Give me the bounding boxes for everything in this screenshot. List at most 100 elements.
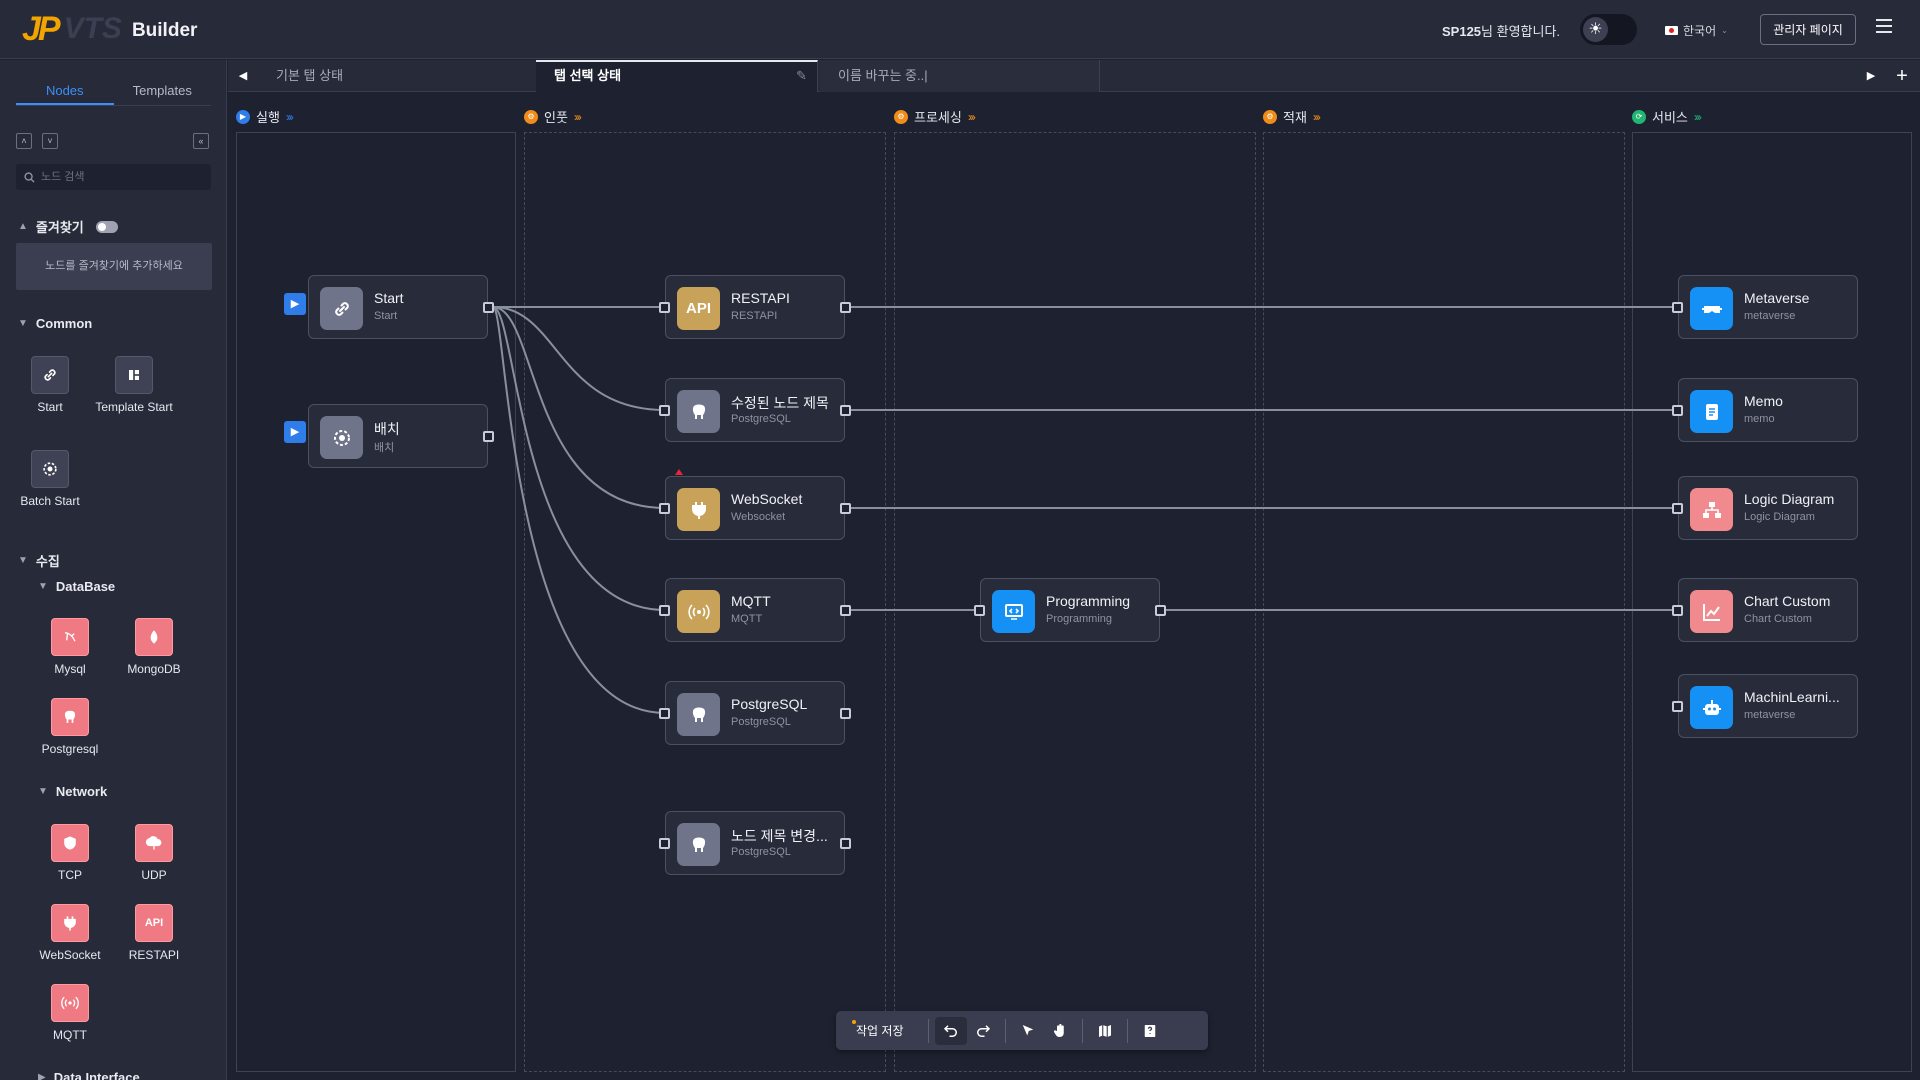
node-logic-diagram[interactable]: Logic Diagram Logic Diagram <box>1672 476 1858 540</box>
input-port[interactable] <box>1672 405 1683 416</box>
favorites-toggle[interactable] <box>95 220 118 233</box>
palette-template-start[interactable]: Template Start <box>92 356 176 414</box>
input-port[interactable] <box>659 838 670 849</box>
favorites-header[interactable]: ▲ 즐겨찾기 <box>18 217 118 236</box>
run-button[interactable]: ▶ <box>284 293 306 315</box>
map-icon[interactable] <box>1089 1017 1121 1045</box>
chevrons-icon: ››› <box>1693 109 1702 124</box>
input-port[interactable] <box>974 605 985 616</box>
redo-icon[interactable] <box>967 1017 999 1045</box>
input-port[interactable] <box>659 605 670 616</box>
flow-canvas[interactable]: ▶ 실행 ››› ⚙ 인풋 ››› ⚙ 프로세싱 ››› ⚙ 적재 ››› ⟳ … <box>228 93 1920 1080</box>
node-pg-renamed[interactable]: 수정된 노드 제목 PostgreSQL <box>659 378 851 442</box>
input-port[interactable] <box>1672 302 1683 313</box>
input-port[interactable] <box>659 503 670 514</box>
network-header[interactable]: ▼ Network <box>38 784 107 799</box>
palette-mysql[interactable]: Mysql <box>28 618 112 676</box>
output-port[interactable] <box>840 708 851 719</box>
node-chart-custom[interactable]: Chart Custom Chart Custom <box>1672 578 1858 642</box>
language-select[interactable]: 한국어 ⌄ <box>1665 22 1728 39</box>
tab-templates[interactable]: Templates <box>132 83 192 98</box>
node-metaverse[interactable]: Metaverse metaverse <box>1672 275 1858 339</box>
output-port[interactable] <box>840 605 851 616</box>
play-circle-icon: ▶ <box>236 109 250 124</box>
node-machine-learning[interactable]: MachinLearni... metaverse <box>1672 674 1858 738</box>
input-port[interactable] <box>659 302 670 313</box>
help-book-icon[interactable] <box>1134 1017 1166 1045</box>
palette-batch-start[interactable]: Batch Start <box>8 450 92 508</box>
output-port[interactable] <box>840 302 851 313</box>
add-tab-icon[interactable]: + <box>1896 65 1908 87</box>
palette-mqtt[interactable]: MQTT <box>28 984 112 1042</box>
palette-start[interactable]: Start <box>8 356 92 414</box>
output-port[interactable] <box>840 838 851 849</box>
palette-restapi[interactable]: API RESTAPI <box>112 904 196 962</box>
input-port[interactable] <box>659 708 670 719</box>
palette-websocket[interactable]: WebSocket <box>28 904 112 962</box>
data-interface-header[interactable]: ▶ Data Interface <box>38 1070 140 1080</box>
node-subtitle: metaverse <box>1744 310 1796 322</box>
workflow-tab[interactable]: 기본 탭 상태 ✎ <box>258 60 564 92</box>
tab-nodes[interactable]: Nodes <box>16 76 114 105</box>
menu-icon[interactable] <box>1876 19 1892 33</box>
node-pg-title-change[interactable]: 노드 제목 변경... PostgreSQL <box>659 811 851 875</box>
plug-icon <box>677 488 720 531</box>
palette-mongodb[interactable]: MongoDB <box>112 618 196 676</box>
tab-scroll-right-icon[interactable]: ▶ <box>1866 70 1876 82</box>
node-memo[interactable]: Memo memo <box>1672 378 1858 442</box>
theme-toggle[interactable]: ☀ <box>1580 14 1637 45</box>
memo-icon <box>1690 390 1733 433</box>
output-port[interactable] <box>840 503 851 514</box>
node-batch[interactable]: 배치 배치 <box>308 404 494 468</box>
admin-page-button[interactable]: 관리자 페이지 <box>1760 14 1856 45</box>
caret-down-icon: ▼ <box>38 581 48 592</box>
node-postgresql[interactable]: PostgreSQL PostgreSQL <box>659 681 851 745</box>
save-work-button[interactable]: 작업 저장 <box>836 1020 922 1039</box>
input-port[interactable] <box>1672 503 1683 514</box>
column-label: 서비스 <box>1652 110 1688 125</box>
collapse-sidebar-icon[interactable]: « <box>193 133 209 149</box>
palette-label: MongoDB <box>127 662 181 676</box>
collect-header[interactable]: ▼ 수집 <box>18 551 60 570</box>
output-port[interactable] <box>840 405 851 416</box>
node-search[interactable] <box>16 164 211 190</box>
collapse-all-icon[interactable]: ˅ <box>42 133 58 149</box>
column-header-service: ⟳ 서비스 ››› <box>1632 107 1702 126</box>
hand-pan-icon[interactable] <box>1044 1017 1076 1045</box>
input-port[interactable] <box>1672 605 1683 616</box>
search-input[interactable] <box>41 171 201 183</box>
tab-rename-input[interactable]: 이름 바꾸는 중..| <box>838 68 928 83</box>
expand-all-icon[interactable]: ˄ <box>16 133 32 149</box>
pointer-icon[interactable] <box>1012 1017 1044 1045</box>
toolbar-divider <box>1081 1018 1083 1043</box>
palette-tcp[interactable]: TCP <box>28 824 112 882</box>
common-header[interactable]: ▼ Common <box>18 316 92 331</box>
workflow-tab-renaming[interactable]: 이름 바꾸는 중..| <box>820 60 1100 92</box>
palette-postgresql[interactable]: Postgresql <box>28 698 112 756</box>
node-restapi[interactable]: API RESTAPI RESTAPI <box>659 275 851 339</box>
run-button[interactable]: ▶ <box>284 421 306 443</box>
column-label: 프로세싱 <box>914 110 962 125</box>
caret-down-icon: ▼ <box>18 555 28 566</box>
database-header[interactable]: ▼ DataBase <box>38 579 115 594</box>
gear-circle-icon: ⚙ <box>524 109 538 124</box>
node-mqtt[interactable]: MQTT MQTT <box>659 578 851 642</box>
palette-label: Postgresql <box>41 742 99 756</box>
output-port[interactable] <box>483 302 494 313</box>
workflow-tab-selected[interactable]: 탭 선택 상태 ✎ <box>536 60 818 92</box>
output-port[interactable] <box>483 431 494 442</box>
edit-pencil-icon[interactable]: ✎ <box>796 68 807 83</box>
palette-udp[interactable]: UDP <box>112 824 196 882</box>
node-sidebar: Nodes Templates ˄ ˅ « ▲ 즐겨찾기 노드를 즐겨찾기에 추… <box>0 60 227 1080</box>
app-logo[interactable]: JP VTS Builder <box>22 12 197 46</box>
output-port[interactable] <box>1155 605 1166 616</box>
input-port[interactable] <box>659 405 670 416</box>
undo-icon[interactable] <box>934 1016 967 1045</box>
node-websocket[interactable]: WebSocket Websocket <box>659 476 851 540</box>
tab-scroll-left-icon[interactable]: ◀ <box>238 70 248 82</box>
node-programming[interactable]: Programming Programming <box>974 578 1166 642</box>
workflow-tab-bar: ◀ 기본 탭 상태 ✎ 탭 선택 상태 ✎ 이름 바꾸는 중..| ▶ + <box>228 60 1920 92</box>
input-port[interactable] <box>1672 701 1683 712</box>
node-start[interactable]: Start Start <box>308 275 494 339</box>
postgresql-elephant-icon <box>51 698 89 736</box>
